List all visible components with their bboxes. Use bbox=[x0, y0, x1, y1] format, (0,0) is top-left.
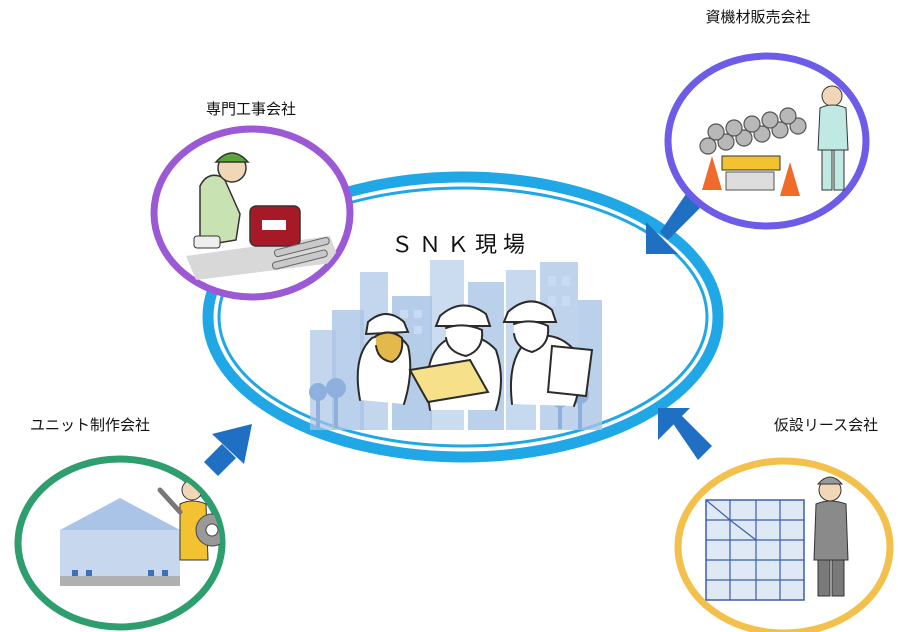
arrow-from-lease bbox=[658, 408, 712, 460]
unit-fabrication-node bbox=[14, 455, 226, 631]
arrow-from-materials bbox=[646, 194, 700, 254]
materials-sales-node bbox=[664, 52, 870, 230]
unit-fabrication-label: ユニット制作会社 bbox=[30, 416, 150, 434]
lease-company-node bbox=[674, 457, 894, 632]
pipes-and-worker-illustration bbox=[699, 85, 849, 196]
arrow-from-unit bbox=[204, 424, 252, 476]
arrows bbox=[204, 194, 712, 476]
welder-worker-illustration bbox=[186, 152, 340, 280]
site-ring bbox=[202, 171, 724, 463]
site-label: ＳＮＫ現場 bbox=[391, 233, 531, 258]
specialty-contractor-label: 専門工事会社 bbox=[206, 100, 296, 118]
materials-sales-label: 資機材販売会社 bbox=[705, 8, 810, 26]
workers-reviewing-plans-illustration bbox=[356, 300, 594, 411]
lease-company-label: 仮設リース会社 bbox=[774, 416, 878, 434]
factory-worker-illustration bbox=[60, 479, 220, 586]
scaffold-building-worker-illustration bbox=[705, 476, 849, 601]
specialty-contractor-node bbox=[150, 125, 354, 301]
